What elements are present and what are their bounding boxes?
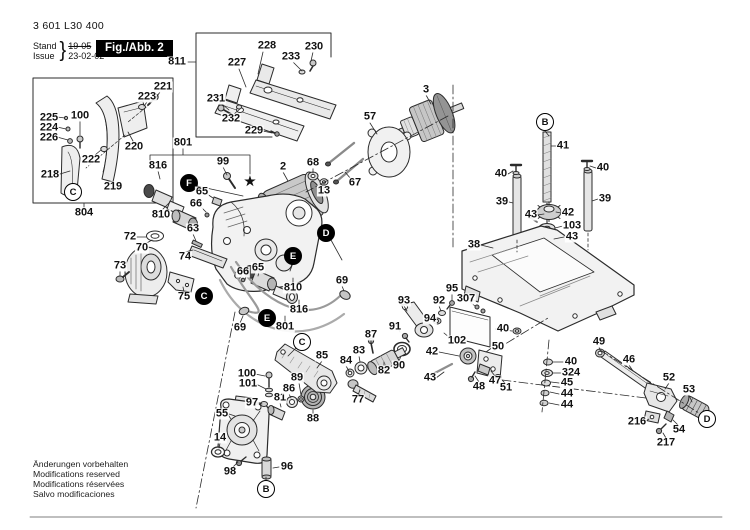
cable-ferrule-69-right (339, 290, 351, 300)
screw-231 (217, 104, 232, 115)
screw-stack-100-101-97 (260, 371, 273, 407)
nut-40c (512, 327, 522, 335)
cable-ferrule-69-left (238, 306, 250, 316)
nut-222 (100, 145, 108, 153)
lever-93 (400, 301, 434, 338)
screw-91 (401, 332, 410, 343)
section-boundary-lines (195, 84, 703, 509)
stand-label: Stand (33, 40, 57, 51)
roller-42b (459, 347, 477, 365)
fence-cover-228 (249, 63, 337, 120)
pin-96 (261, 456, 272, 480)
brace-glyph: } (59, 38, 67, 62)
washer-72 (146, 230, 164, 242)
seal-14 (210, 446, 226, 458)
baffle-57 (367, 126, 412, 178)
screw-229 (270, 130, 280, 137)
bracket-50-47-51 (476, 349, 503, 380)
rod-39-right (583, 168, 593, 232)
stack-40-324-45-44 (539, 358, 553, 407)
note-line: Änderungen vorbehalten (33, 459, 129, 469)
product-code: 3 601 L30 400 (33, 20, 105, 32)
lever-216 (643, 410, 661, 424)
bolt-221 (147, 93, 159, 106)
note-line: Modifications reserved (33, 469, 120, 479)
washer-84 (345, 368, 355, 378)
date-old: 19-05 (68, 40, 92, 51)
header: 3 601 L30 400 (33, 20, 104, 32)
top-cover-box (195, 32, 332, 138)
washer-89 (297, 395, 305, 403)
bearing-81 (267, 405, 286, 421)
screw-40-right (580, 159, 594, 171)
arm-85 (274, 343, 338, 394)
gear-42 (533, 202, 565, 222)
brush-assembly-810-top (143, 184, 223, 231)
washer-94 (432, 317, 442, 325)
washer-233 (298, 69, 306, 75)
fasteners-225-224-226 (63, 115, 73, 144)
screws-307 (474, 304, 486, 314)
knob-53 (679, 394, 710, 420)
date-new: 23-02-02 (68, 50, 105, 61)
figure-badge: Fig./Abb. 2 (96, 40, 173, 57)
end-cover-70 (124, 246, 168, 305)
washer-68 (307, 171, 319, 181)
screw-217 (655, 423, 667, 435)
bolt-77 (347, 379, 377, 403)
footer-notes: Änderungen vorbehalten Modifications res… (33, 459, 128, 499)
rod-39-left (512, 173, 522, 239)
stand-issue-block: Stand Issue } 19-05 23-02-02 (33, 38, 105, 62)
issue-label: Issue (33, 50, 55, 61)
bearing-83 (354, 361, 368, 375)
pin-54 (663, 410, 675, 423)
guard-219 (95, 95, 120, 183)
bolt-230 (309, 59, 317, 72)
washer-92 (438, 310, 446, 316)
base-38 (461, 225, 635, 332)
pin-43c (430, 362, 454, 377)
screw-100-left (76, 135, 84, 149)
note-line: Modifications réservées (33, 479, 125, 489)
screw-40-left (509, 163, 523, 175)
screw-48 (467, 371, 476, 383)
screw-99 (223, 172, 236, 189)
note-line: Salvo modificaciones (33, 489, 115, 499)
screws-67 (325, 141, 365, 185)
plate-220 (117, 100, 148, 138)
grip-218 (60, 144, 81, 197)
screw-98 (235, 456, 247, 467)
washer-232 (236, 104, 242, 110)
bracket-52 (643, 382, 678, 413)
bearing-86 (286, 396, 298, 408)
pin-63 (191, 239, 203, 248)
pin-43-top (528, 215, 538, 223)
rod-alignment-dashes (516, 232, 589, 253)
screw-95 (446, 300, 455, 310)
plate-75 (167, 271, 195, 293)
